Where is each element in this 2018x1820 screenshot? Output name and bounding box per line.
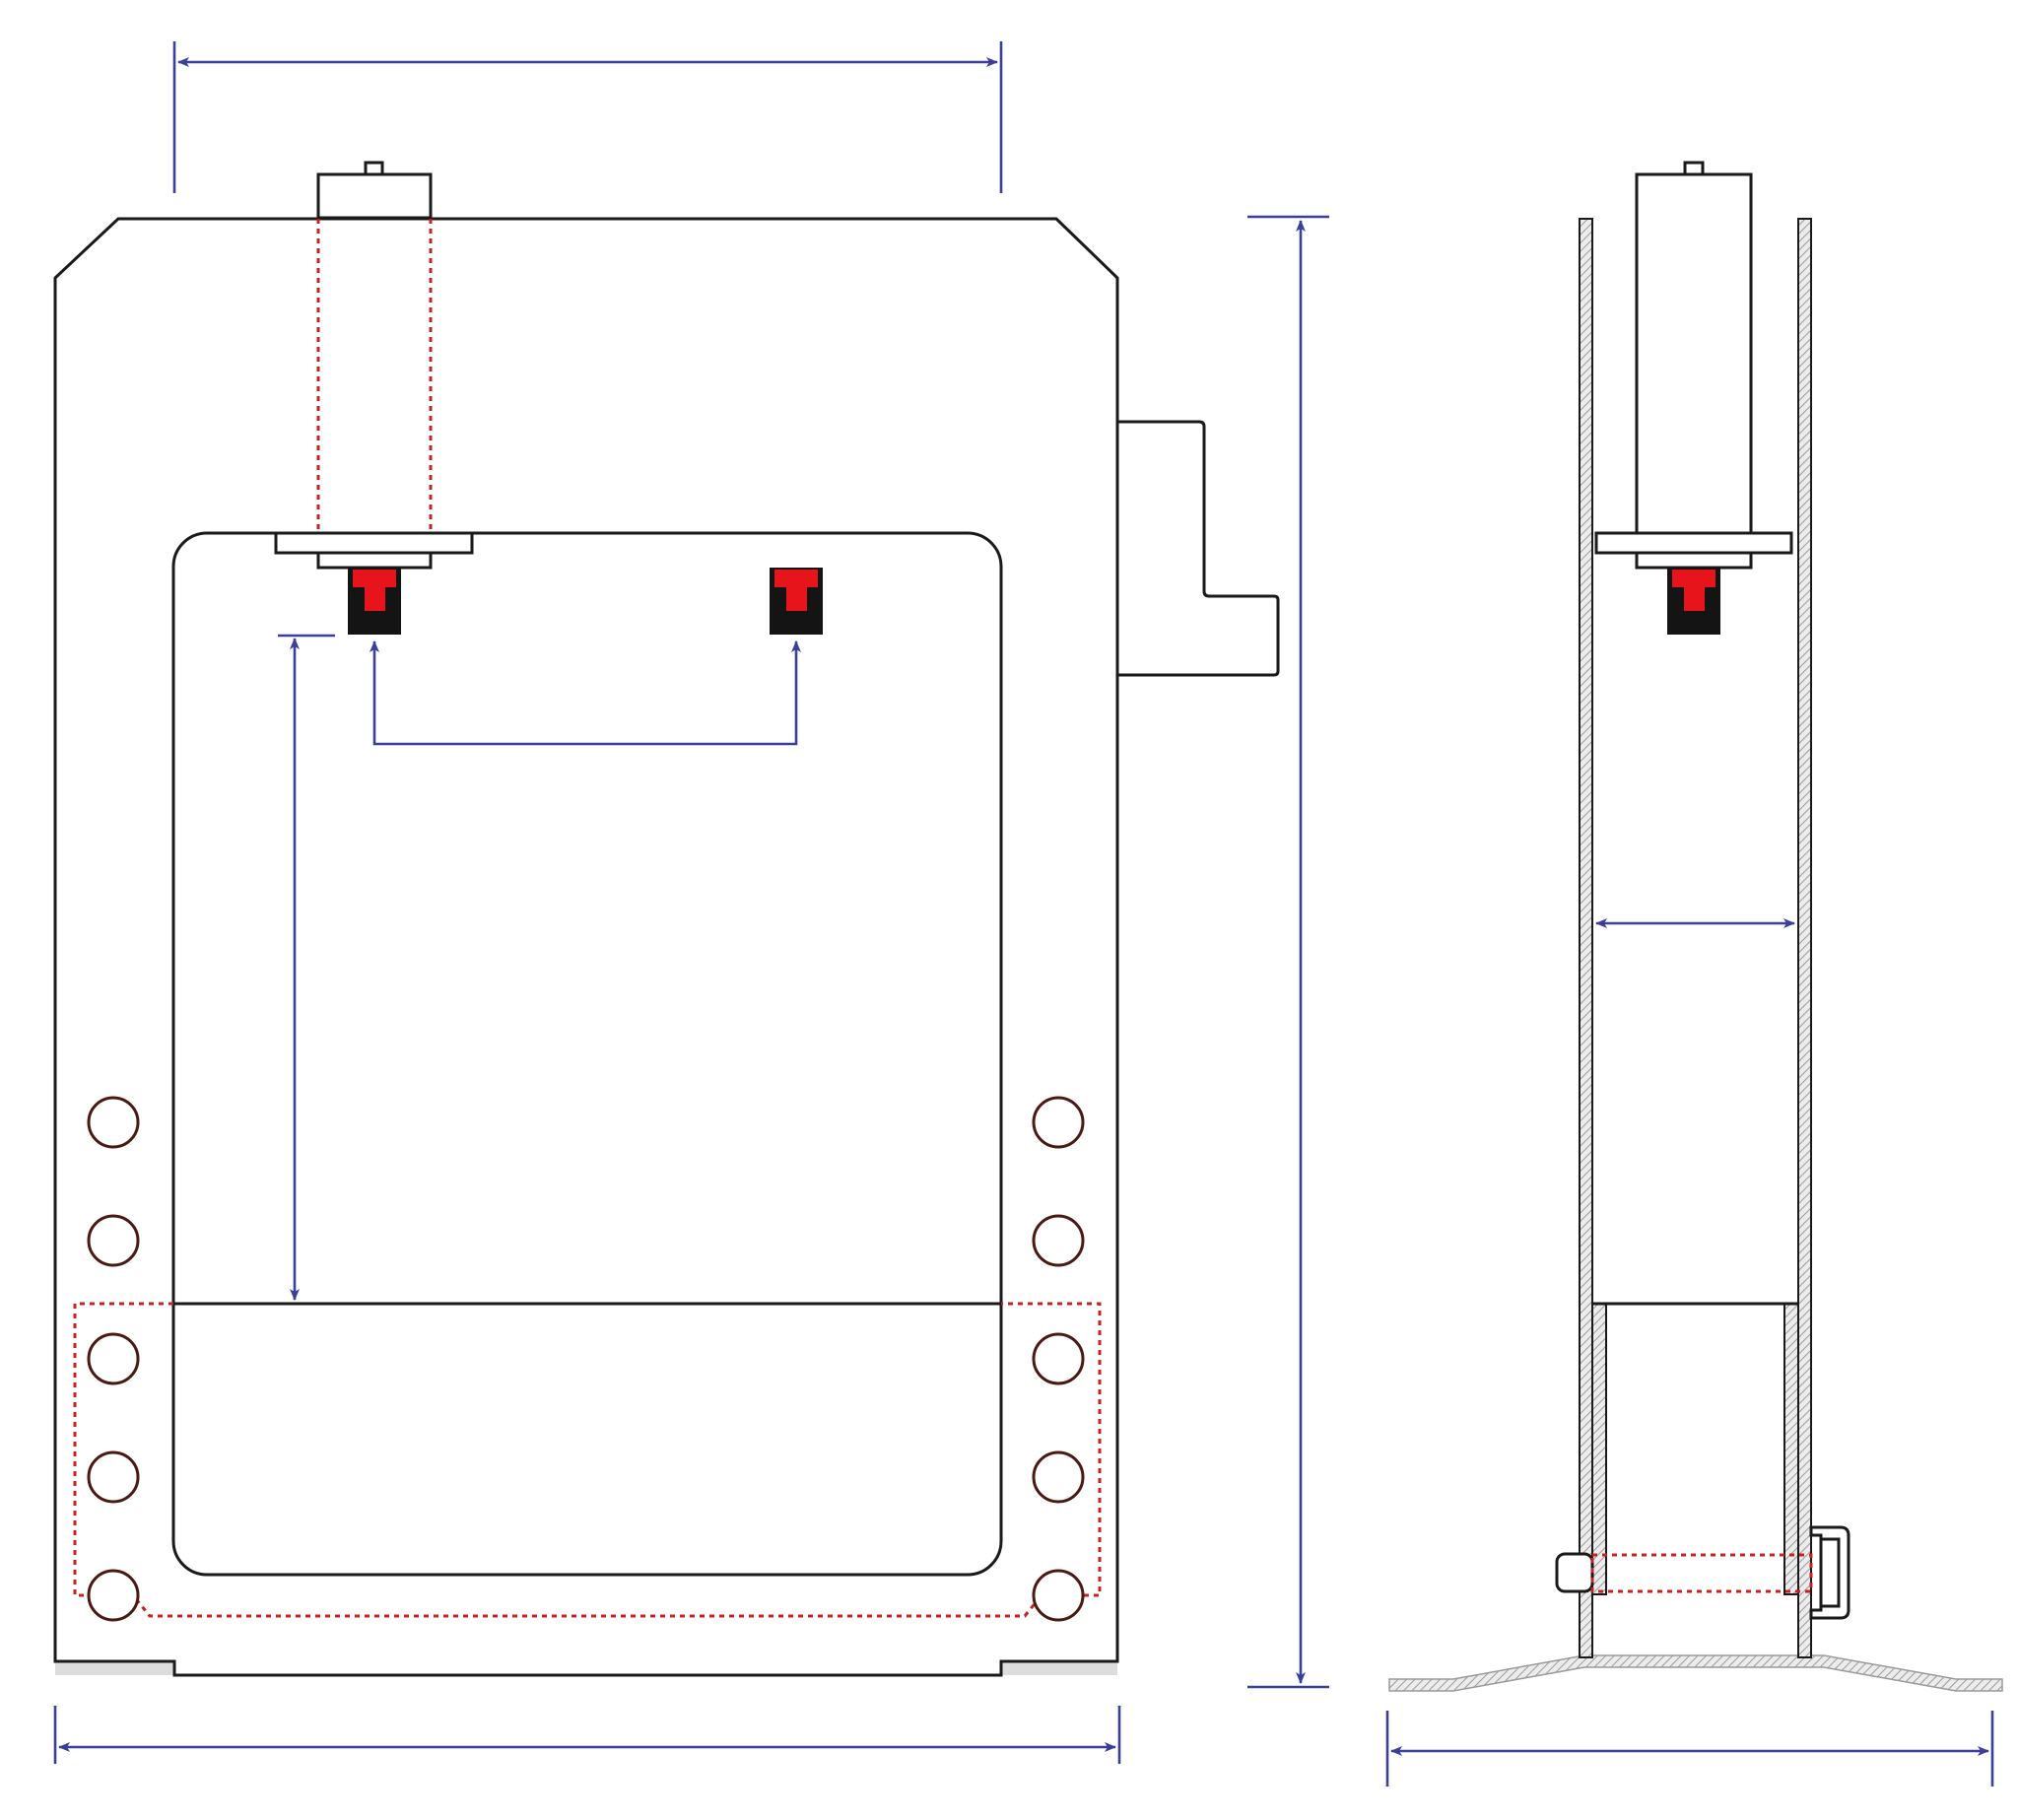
pin-hole-right-4 <box>1032 1450 1085 1504</box>
jaw-right <box>770 568 823 635</box>
side-pin-hidden <box>1590 1553 1813 1593</box>
jaw-left <box>348 568 401 635</box>
pin-hole-right-1 <box>1032 1096 1085 1149</box>
side-base <box>1388 1654 2003 1692</box>
side-bracket <box>1115 420 1280 677</box>
side-plate-right <box>1797 218 1812 1658</box>
pin-hole-left-5 <box>87 1569 140 1622</box>
front-view <box>53 161 1280 1677</box>
side-pin-end <box>1555 1552 1594 1593</box>
pin-holes <box>87 1096 1085 1622</box>
front-ground-left <box>55 1661 174 1675</box>
side-jaw <box>1667 568 1720 635</box>
pin-hole-right-3 <box>1032 1332 1085 1385</box>
pin-hole-left-2 <box>87 1214 140 1267</box>
dim-jaw-spacing <box>370 640 801 746</box>
side-ram-plate <box>1594 531 1793 555</box>
side-plate-left <box>1579 218 1593 1658</box>
side-pin-clip <box>1809 1525 1850 1620</box>
pin-hole-left-1 <box>87 1096 140 1149</box>
side-view <box>1388 161 2003 1692</box>
bed-plate-left <box>1591 1303 1607 1595</box>
cylinder-cap <box>364 161 384 176</box>
pin-hole-right-2 <box>1032 1214 1085 1267</box>
side-pin-clip-inner <box>1819 1537 1841 1608</box>
bed-hidden-outline <box>73 1302 1102 1618</box>
bed-plate-right <box>1783 1303 1799 1595</box>
pin-hole-right-5 <box>1032 1569 1085 1622</box>
cylinder-head <box>316 172 433 220</box>
side-cylinder-cap <box>1683 161 1705 176</box>
ram-plate-lower <box>316 551 433 570</box>
front-ground-right <box>1001 1661 1117 1675</box>
pin-hole-left-3 <box>87 1332 140 1385</box>
frame-window <box>171 531 1003 1577</box>
side-dimensions <box>1385 918 1994 1786</box>
pin-hole-left-4 <box>87 1450 140 1504</box>
side-ram-plate-lower <box>1635 551 1753 570</box>
side-cylinder-body <box>1635 172 1753 535</box>
ram-plate <box>274 531 474 555</box>
front-dimensions <box>53 41 1329 1764</box>
